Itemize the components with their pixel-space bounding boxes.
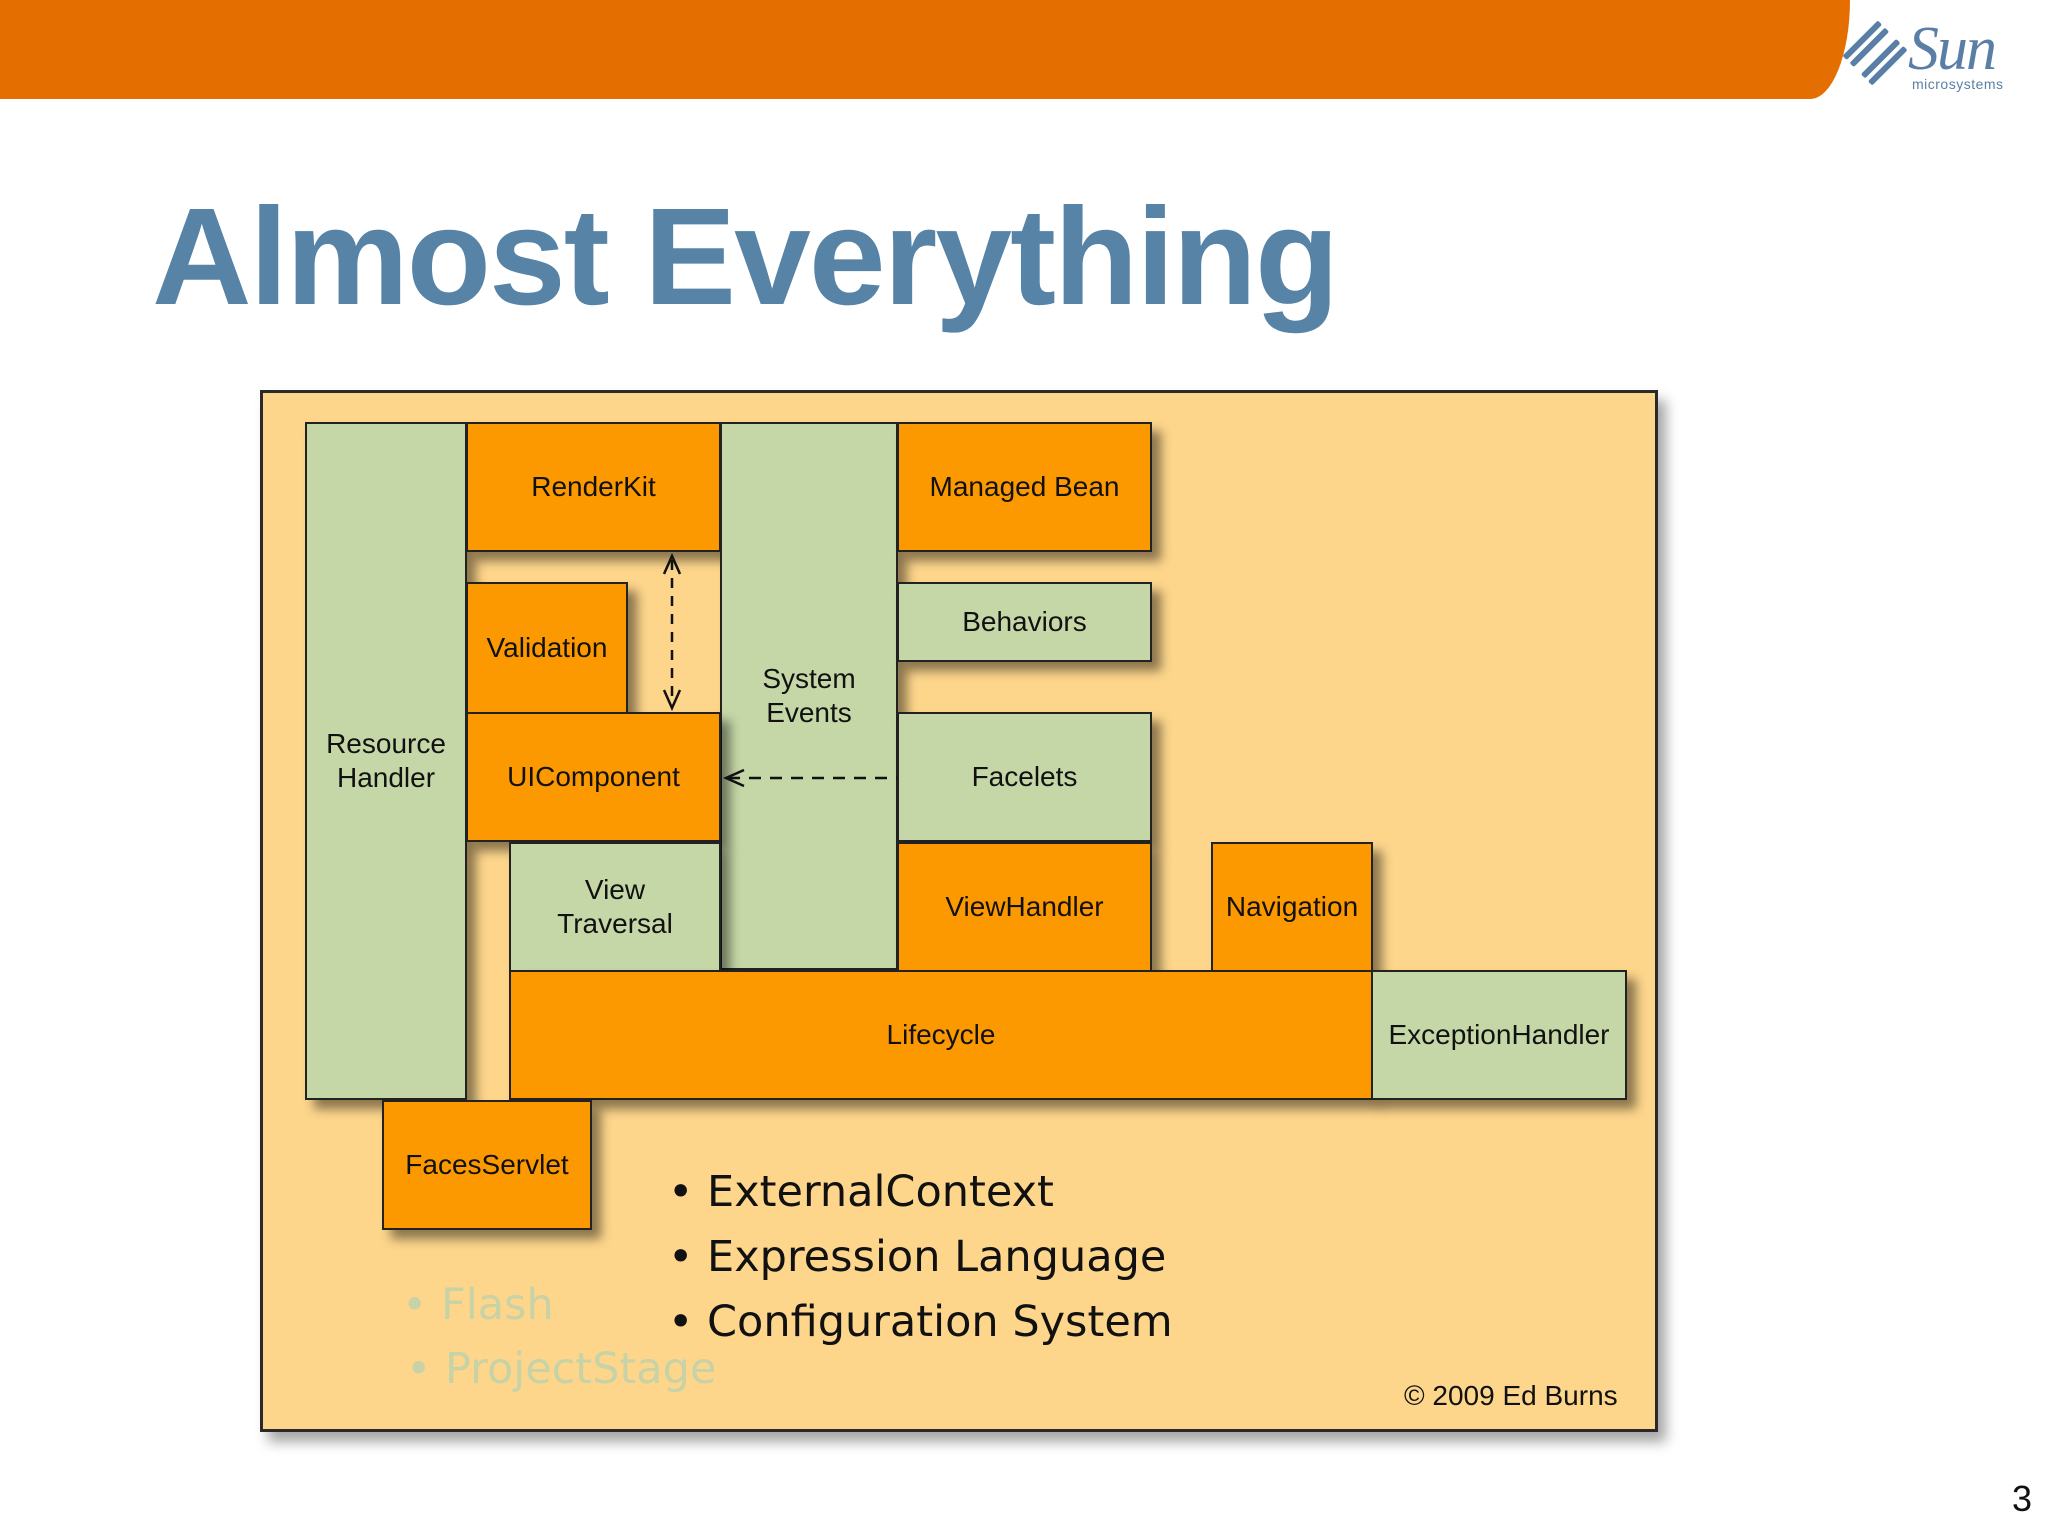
faded-bullet-projectstage: • ProjectStage [406, 1344, 717, 1394]
facelets-box: Facelets [897, 712, 1152, 842]
bullet-configuration-system: • Configuration System [668, 1297, 1173, 1347]
facesservlet-box: FacesServlet [382, 1100, 592, 1230]
navigation-box: Navigation [1211, 842, 1373, 972]
header-bar [0, 0, 1810, 99]
validation-box: Validation [466, 582, 628, 714]
lifecycle-box: Lifecycle [509, 970, 1373, 1100]
resource-handler-box: Resource Handler [305, 422, 467, 1100]
managed-bean-box: Managed Bean [897, 422, 1152, 552]
view-traversal-box: View Traversal [509, 842, 721, 972]
behaviors-box: Behaviors [897, 582, 1152, 662]
page-number: 3 [2012, 1478, 2033, 1519]
system-events-box: System Events [720, 422, 898, 970]
bullet-list: • ExternalContext • Expression Language … [668, 1160, 1173, 1355]
renderkit-validation-double-arrow [662, 552, 682, 712]
viewhandler-box: ViewHandler [897, 842, 1152, 972]
logo-wordmark: Sun [1908, 15, 1997, 83]
sun-logo-icon [1843, 21, 1907, 85]
renderkit-box: RenderKit [466, 422, 721, 552]
faded-bullet-flash: • Flash [402, 1280, 554, 1330]
copyright-text: © 2009 Ed Burns [1404, 1380, 1618, 1411]
bullet-externalcontext: • ExternalContext [668, 1167, 1054, 1217]
uicomponent-box: UIComponent [466, 712, 721, 842]
bullet-expression-language: • Expression Language [668, 1232, 1167, 1282]
facelets-to-uicomponent-arrow [722, 768, 897, 788]
slide-title: Almost Everything [152, 180, 1339, 334]
exceptionhandler-box: ExceptionHandler [1371, 970, 1627, 1100]
logo-subtitle: microsystems [1912, 76, 2004, 92]
